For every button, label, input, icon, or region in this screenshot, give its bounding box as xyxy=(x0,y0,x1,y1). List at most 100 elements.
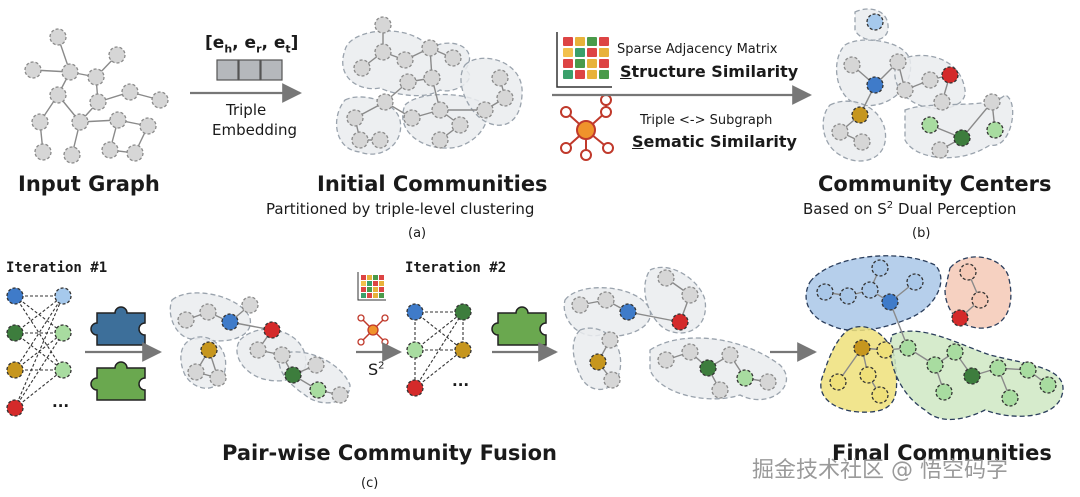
mini-matrix-cell xyxy=(379,287,384,292)
fusion-iteration-1-node xyxy=(284,366,302,384)
iteration-2-center xyxy=(406,341,424,359)
initial-communities-node xyxy=(491,69,509,87)
iteration-1-candidate xyxy=(54,287,72,305)
mini-matrix-cell xyxy=(361,275,366,280)
embedding-label: Embedding xyxy=(212,121,298,139)
fusion2-community-blob xyxy=(644,266,707,334)
s2-base: S xyxy=(368,360,379,379)
iteration-1-center xyxy=(6,287,24,305)
semantic-initial: S xyxy=(632,132,644,151)
ellipsis-iteration-1: ... xyxy=(52,393,70,411)
fusion-puzzle-icon xyxy=(90,361,146,401)
formula-sub-r: r xyxy=(256,42,262,56)
final-communities-node xyxy=(871,259,889,277)
fusion-iteration-1-node xyxy=(177,311,195,329)
initial-communities-node xyxy=(403,109,421,127)
community-centers-node xyxy=(933,93,951,111)
fusion-iteration-1-node xyxy=(200,341,218,359)
mini-matrix-cell xyxy=(379,281,384,286)
input-graph-node xyxy=(101,141,119,159)
iteration-1-edge xyxy=(14,295,64,334)
input-graph-node xyxy=(108,46,126,64)
input-graph-node xyxy=(139,117,157,135)
fusion-iteration-2-node xyxy=(721,346,739,364)
initial-communities-subtitle: Partitioned by triple-level clustering xyxy=(266,200,535,218)
community-centers-node xyxy=(931,141,949,159)
community-centers-node xyxy=(986,121,1004,139)
final-communities-node xyxy=(1019,361,1037,379)
structure-initial: S xyxy=(620,62,632,81)
final-communities-node xyxy=(881,293,899,311)
fusion-iteration-2-node xyxy=(597,291,615,309)
community-centers-node xyxy=(843,56,861,74)
input-graph-node xyxy=(126,144,144,162)
initial-communities-title: Initial Communities xyxy=(317,172,548,196)
structure-rest: tructure Similarity xyxy=(631,62,799,81)
mini-matrix-cell xyxy=(373,275,378,280)
fusion-iteration-2-node xyxy=(657,269,675,287)
subgraph-icon-node xyxy=(602,142,614,154)
fusion-iteration-2-node xyxy=(711,381,729,399)
fusion-iteration-2-node xyxy=(589,353,607,371)
matrix-cell xyxy=(599,70,609,79)
matrix-cell xyxy=(563,59,573,68)
mini-subgraph-node xyxy=(381,338,389,346)
embedding-cell xyxy=(216,59,239,81)
embedding-cell xyxy=(260,59,283,81)
initial-communities-node xyxy=(496,89,514,107)
community-centers-node xyxy=(921,116,939,134)
final-communities-node xyxy=(1001,389,1019,407)
iteration-2-candidate xyxy=(454,303,472,321)
fusion-iteration-1-node xyxy=(309,381,327,399)
fusion-iteration-1-node xyxy=(241,296,259,314)
community-centers-node xyxy=(983,93,1001,111)
mini-matrix-cell xyxy=(373,287,378,292)
watermark: 掘金技术社区 @ 悟空码字 xyxy=(752,458,1008,483)
input-graph-title: Input Graph xyxy=(18,172,160,196)
fusion-puzzle-icon xyxy=(90,306,146,346)
formula-part: [e xyxy=(205,33,225,53)
initial-communities-node xyxy=(374,16,392,34)
iteration-1-edge xyxy=(14,295,64,409)
initial-communities-node xyxy=(451,116,469,134)
mini-subgraph-node xyxy=(367,324,379,336)
semantic-similarity-label: Sematic Similarity xyxy=(632,132,797,151)
fusion-iteration-1-node xyxy=(221,313,239,331)
fusion-iteration-2-node xyxy=(603,371,621,389)
final-communities-edge xyxy=(889,301,909,349)
fusion-iteration-2-edge xyxy=(627,311,681,323)
iteration-1-candidate xyxy=(54,361,72,379)
mini-subgraph-node xyxy=(357,338,365,346)
mini-matrix-cell xyxy=(373,281,378,286)
input-graph-node xyxy=(87,68,105,86)
iteration-2-label: Iteration #2 xyxy=(405,260,507,276)
community-centers-node xyxy=(851,106,869,124)
s2-label: S2 xyxy=(368,360,385,379)
final-communities-node xyxy=(906,273,924,291)
final-communities-node xyxy=(989,359,1007,377)
iteration-1-edge xyxy=(14,369,64,409)
icons xyxy=(90,32,614,401)
community-centers-subtitle: Based on S2 Dual Perception xyxy=(803,200,1016,218)
initial-communities-node xyxy=(444,49,462,67)
iteration-1-center xyxy=(6,324,24,342)
community-centers-node xyxy=(866,13,884,31)
mini-matrix-cell xyxy=(379,293,384,298)
mini-matrix-cell xyxy=(367,281,372,286)
formula-part: , e xyxy=(232,33,257,53)
final-communities-title: Final Communities xyxy=(832,441,1052,465)
mini-matrix-cell xyxy=(361,293,366,298)
final-communities-node xyxy=(853,339,871,357)
ellipsis-iteration-2: ... xyxy=(452,372,470,390)
iteration-2-edge xyxy=(414,349,464,389)
mini-subgraph-node xyxy=(381,314,389,322)
matrix-cell xyxy=(575,59,585,68)
input-graph-node xyxy=(61,63,79,81)
initial-communities-node xyxy=(376,93,394,111)
input-graph-node xyxy=(121,83,139,101)
fusion-iteration-1-node xyxy=(307,356,325,374)
iteration-1-candidate xyxy=(54,324,72,342)
panel-b-tag: (b) xyxy=(912,226,931,241)
